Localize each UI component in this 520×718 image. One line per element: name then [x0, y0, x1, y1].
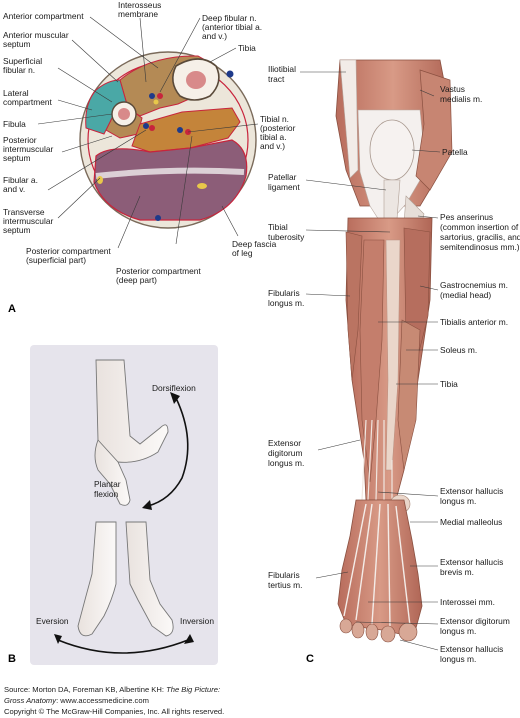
- copyright-line: Copyright © The McGraw-Hill Companies, I…: [4, 707, 225, 716]
- leader-lines-c: [300, 71, 441, 651]
- tibial-vessel-a: [177, 127, 183, 133]
- inversion-arrowhead: [184, 634, 194, 644]
- saphenous-vein: [226, 70, 234, 78]
- tibia-marrow: [186, 71, 206, 89]
- dorsiflexion-arrowhead: [170, 392, 180, 404]
- label-tibialis-anterior: Tibialis anterior m.: [440, 317, 508, 327]
- label-interossei: Interossei mm.: [440, 597, 495, 607]
- label-tibia-c: Tibia: [440, 379, 458, 389]
- eversion-arrowhead: [54, 634, 62, 644]
- posterior-superficial-region: [93, 139, 248, 221]
- panel-a-letter: A: [8, 303, 16, 315]
- source-url: : www.accessmedicine.com: [56, 696, 149, 705]
- iliotibial-tract-band: [339, 59, 359, 179]
- panel-c-letter: C: [306, 653, 314, 665]
- label-deep-fibular-nerve: Deep fibular n.(anterior tibial a.and v.…: [202, 13, 262, 41]
- gastrocnemius-medial-head: [403, 227, 431, 357]
- plantar-flexion-arrowhead: [142, 500, 152, 510]
- foot-lower-leg-top: [95, 359, 169, 463]
- source-line-1: Source: Morton DA, Foreman KB, Albertine…: [4, 684, 516, 695]
- label-eversion: Eversion: [36, 616, 69, 626]
- fibula-marrow: [118, 108, 130, 120]
- source-title-line1: The Big Picture:: [166, 685, 221, 694]
- leg-right-bottom: [125, 521, 174, 637]
- deep-fibular-nerve: [153, 99, 159, 105]
- foot-extensor-tendons: [343, 503, 411, 627]
- label-fibula: Fibula: [3, 119, 26, 129]
- transverse-septum-band: [95, 167, 245, 179]
- label-fibular-artery-vein: Fibular a.and v.: [3, 175, 38, 194]
- label-anterior-compartment: Anterior compartment: [3, 11, 84, 21]
- fibular-vessel-a: [143, 123, 149, 129]
- vastus-medialis-muscle: [415, 69, 453, 191]
- label-dorsiflexion: Dorsiflexion: [152, 383, 196, 393]
- label-posterior-compartment-superficial: Posterior compartment(superficial part): [26, 246, 111, 265]
- source-prefix: Source: Morton DA, Foreman KB, Albertine…: [4, 685, 167, 694]
- sural-vessel: [155, 215, 161, 221]
- panel-b-letter: B: [8, 653, 16, 665]
- leader-lines-a: [37, 16, 259, 249]
- extensor-tendon-lines: [361, 419, 393, 501]
- fibularis-longus-muscle: [345, 231, 363, 381]
- deep-fibular-vessel-b: [157, 93, 163, 99]
- superficial-fat-a: [197, 183, 207, 189]
- superficial-fat-b: [97, 176, 103, 184]
- dorsi-plantar-arrow: [147, 397, 189, 507]
- source-title-line2: Gross Anatomy: [4, 696, 57, 705]
- label-soleus: Soleus m.: [440, 345, 477, 355]
- label-gastrocnemius: Gastrocnemius m.(medial head): [440, 280, 508, 300]
- deep-fibular-vessel-a: [149, 93, 155, 99]
- fibular-vessel-b: [149, 125, 155, 131]
- label-posterior-compartment-deep: Posterior compartment(deep part): [116, 266, 201, 285]
- label-inversion: Inversion: [180, 616, 214, 626]
- source-line-2: Gross Anatomy: www.accessmedicine.com: [4, 695, 516, 706]
- leg-left-bottom: [77, 521, 117, 637]
- label-medial-malleolus: Medial malleolus: [440, 517, 502, 527]
- inversion-eversion-arrow: [57, 639, 189, 654]
- label-patella: Patella: [442, 147, 468, 157]
- foot-plantar-position: [94, 439, 131, 506]
- source-attribution: Source: Morton DA, Foreman KB, Albertine…: [4, 684, 516, 717]
- foot-outline: [337, 499, 423, 635]
- soleus-muscle: [397, 319, 421, 471]
- label-tibia: Tibia: [238, 43, 256, 53]
- patella-bone: [369, 119, 415, 181]
